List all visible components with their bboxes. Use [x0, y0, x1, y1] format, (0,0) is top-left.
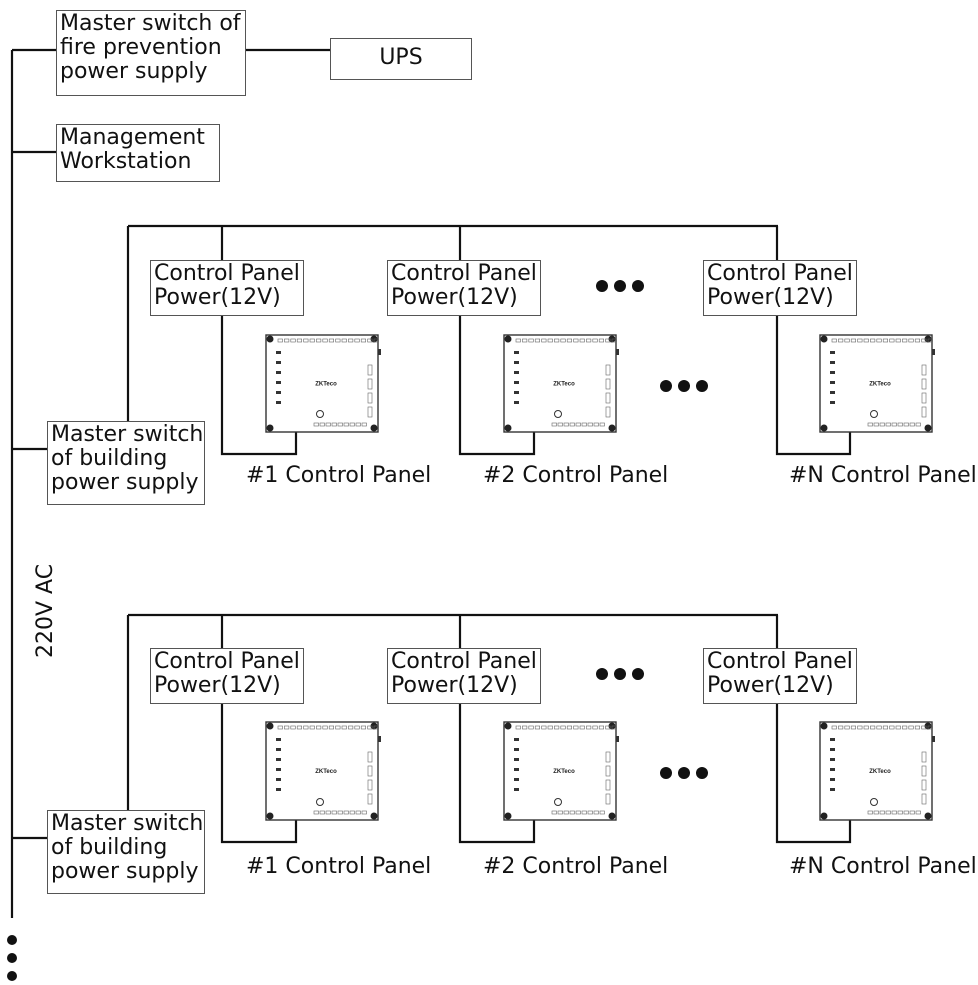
control-panel-caption: #2 Control Panel: [483, 854, 669, 879]
device-logo: ZKTeco: [553, 382, 575, 388]
ups-label: UPS: [379, 45, 423, 70]
ellipsis-dot: [596, 668, 608, 680]
control-panel-power-box: Control Panel Power(12V): [387, 648, 541, 704]
ellipsis-dot: [678, 767, 690, 779]
continuation-dot: [7, 953, 17, 963]
continuation-dot: [7, 971, 17, 981]
ups-box: UPS: [330, 38, 472, 80]
power-line-1: Control Panel: [391, 649, 537, 674]
building-master-switch: Master switch of building power supply: [47, 421, 205, 505]
ellipsis-dot: [660, 767, 672, 779]
building-switch-line-2: of building: [51, 835, 168, 860]
power-line-1: Control Panel: [391, 261, 537, 286]
control-panel-device: ZKTeco: [503, 721, 619, 821]
control-panel-device: ZKTeco: [819, 334, 935, 433]
building-switch-line-1: Master switch: [51, 422, 204, 447]
ellipsis-dot: [696, 380, 708, 392]
building-switch-line-1: Master switch: [51, 811, 204, 836]
device-logo: ZKTeco: [315, 769, 337, 775]
control-panel-caption: #N Control Panel: [789, 854, 977, 879]
power-line-2: Power(12V): [154, 673, 281, 698]
control-panel-caption: #1 Control Panel: [246, 854, 432, 879]
control-panel-power-box: Control Panel Power(12V): [150, 648, 304, 704]
device-logo: ZKTeco: [315, 382, 337, 388]
control-panel-caption: #N Control Panel: [789, 463, 977, 488]
control-panel-device: ZKTeco: [265, 334, 381, 433]
control-panel-power-box: Control Panel Power(12V): [703, 648, 857, 704]
control-panel-device: ZKTeco: [503, 334, 619, 433]
control-panel-caption: #1 Control Panel: [246, 463, 432, 488]
power-line-1: Control Panel: [707, 261, 853, 286]
ellipsis-dot: [596, 280, 608, 292]
workstation-line-2: Workstation: [60, 149, 192, 174]
ellipsis-dot: [632, 280, 644, 292]
control-panel-device: ZKTeco: [265, 721, 381, 821]
building-switch-line-2: of building: [51, 446, 168, 471]
power-to-device-wire: [775, 316, 852, 456]
control-panel-power-box: Control Panel Power(12V): [150, 260, 304, 316]
fire-switch-line-1: Master switch of: [60, 11, 241, 36]
fire-switch-line-3: power supply: [60, 59, 208, 84]
power-line-2: Power(12V): [707, 673, 834, 698]
control-panel-device: ZKTeco: [819, 721, 935, 821]
power-to-device-wire: [775, 704, 852, 844]
ellipsis-dot: [678, 380, 690, 392]
fire-switch-line-2: fire prevention: [60, 35, 222, 60]
device-logo: ZKTeco: [869, 769, 891, 775]
building-switch-line-3: power supply: [51, 470, 199, 495]
power-line-2: Power(12V): [391, 285, 518, 310]
power-line-2: Power(12V): [154, 285, 281, 310]
control-panel-power-box: Control Panel Power(12V): [703, 260, 857, 316]
management-workstation-box: Management Workstation: [56, 124, 220, 182]
main-line-label: 220V AC: [33, 563, 58, 658]
device-logo: ZKTeco: [869, 382, 891, 388]
power-to-device-wire: [458, 704, 536, 844]
control-panel-power-box: Control Panel Power(12V): [387, 260, 541, 316]
building-master-switch: Master switch of building power supply: [47, 810, 205, 894]
fire-prevention-master-switch: Master switch of fire prevention power s…: [56, 10, 246, 96]
workstation-line-1: Management: [60, 125, 205, 150]
ellipsis-dot: [632, 668, 644, 680]
power-line-1: Control Panel: [707, 649, 853, 674]
power-line-2: Power(12V): [391, 673, 518, 698]
power-to-device-wire: [220, 704, 298, 844]
ellipsis-dot: [614, 280, 626, 292]
ellipsis-dot: [660, 380, 672, 392]
device-logo: ZKTeco: [553, 769, 575, 775]
continuation-dot: [7, 935, 17, 945]
control-panel-caption: #2 Control Panel: [483, 463, 669, 488]
building-switch-line-3: power supply: [51, 859, 199, 884]
power-line-2: Power(12V): [707, 285, 834, 310]
power-line-1: Control Panel: [154, 261, 300, 286]
power-to-device-wire: [458, 316, 536, 456]
ellipsis-dot: [614, 668, 626, 680]
power-line-1: Control Panel: [154, 649, 300, 674]
power-to-device-wire: [220, 316, 298, 456]
ellipsis-dot: [696, 767, 708, 779]
